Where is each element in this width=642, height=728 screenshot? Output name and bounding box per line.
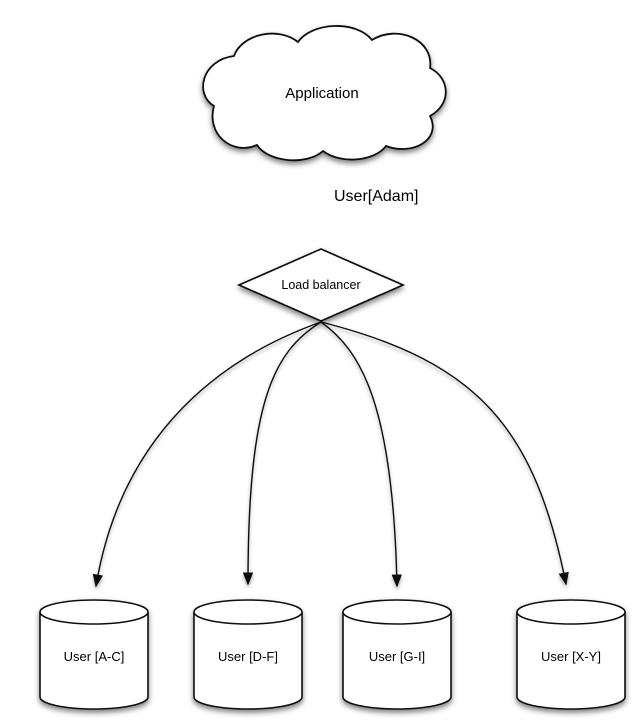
arrow-loadbalancer-to-shard-2 <box>242 321 322 586</box>
shard-node-2: User [D-F] <box>193 599 303 710</box>
cylinder-top <box>516 599 626 625</box>
cylinder-top <box>39 599 149 625</box>
cloud-shape <box>202 25 447 162</box>
shard-node-4: User [X-Y] <box>516 599 626 710</box>
cylinder-body <box>516 612 626 710</box>
application-label: Application <box>285 85 358 102</box>
shard-node-3: User [G-I] <box>342 599 452 710</box>
cylinder-top <box>342 599 452 625</box>
load-balancer-label: Load balancer <box>281 278 360 292</box>
edges-loadbalancer-to-shards <box>92 321 569 588</box>
shard-label-3: User [G-I] <box>369 649 425 664</box>
shard-label-4: User [X-Y] <box>541 649 601 664</box>
shard-label-1: User [A-C] <box>64 649 125 664</box>
arrow-loadbalancer-to-shard-1 <box>92 321 322 588</box>
cylinder-body <box>193 612 303 710</box>
load-balancer-node: Load balancer <box>236 248 406 322</box>
shard-label-2: User [D-F] <box>218 649 278 664</box>
edge-request-label: User[Adam] <box>334 188 418 205</box>
arrow-loadbalancer-to-shard-4 <box>320 321 569 586</box>
application-cloud-node: Application <box>202 25 447 162</box>
cylinder-body <box>342 612 452 710</box>
diamond-shape <box>236 248 406 322</box>
cylinder-body <box>39 612 149 710</box>
arrow-loadbalancer-to-shard-3 <box>320 321 402 588</box>
cylinder-top <box>193 599 303 625</box>
shard-node-1: User [A-C] <box>39 599 149 710</box>
